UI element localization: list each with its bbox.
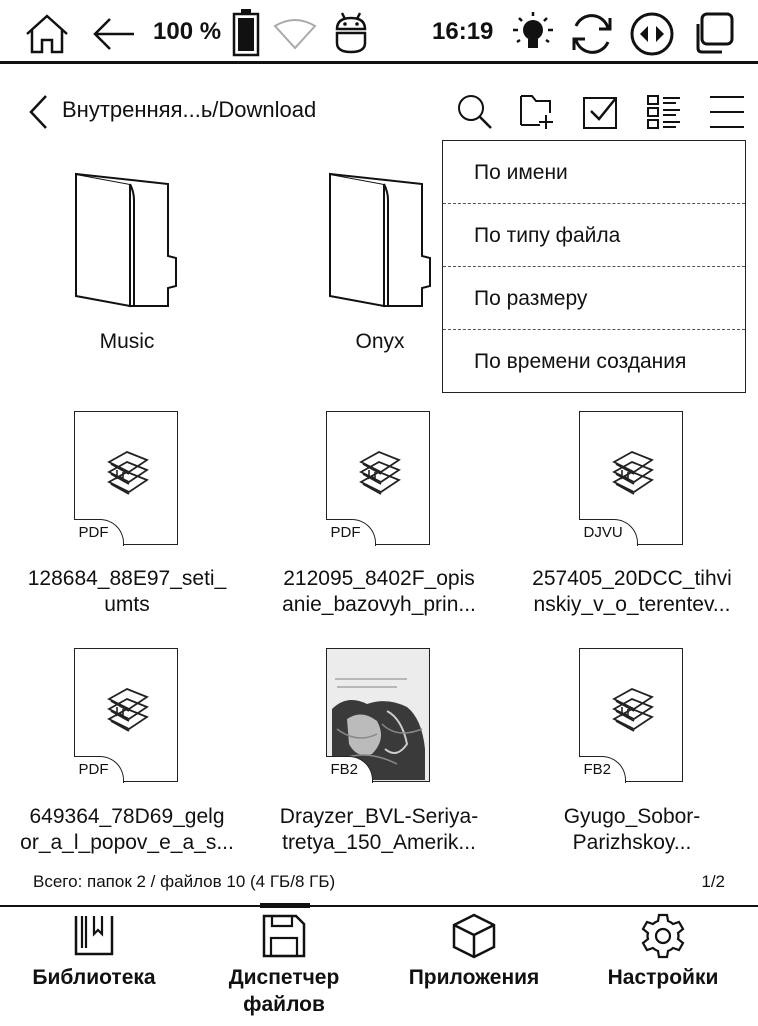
multitask-icon[interactable] (690, 12, 736, 56)
menu-divider (443, 329, 745, 330)
nav-label-line: файлов (243, 993, 325, 1016)
active-tab-indicator (260, 903, 310, 908)
storage-summary: Всего: папок 2 / файлов 10 (4 ГБ/8 ГБ) (33, 872, 336, 891)
nav-label: Настройки (607, 966, 719, 989)
file-name-line: anie_bazovyh_prin... (282, 593, 476, 616)
file-name-line: Drayzer_BVL-Seriya- (279, 805, 479, 828)
books-icon (107, 451, 149, 495)
new-folder-icon[interactable] (518, 93, 558, 131)
chevron-left-icon[interactable] (28, 94, 50, 130)
file-name: Gyugo_Sobor- Parizhskoy... (515, 804, 749, 856)
folder-name: Onyx (355, 330, 405, 353)
sort-by-size-item[interactable]: По размеру (474, 287, 588, 310)
search-icon[interactable] (456, 94, 494, 130)
back-arrow-icon[interactable] (92, 16, 136, 52)
file-thumbnail: FB2 (325, 648, 430, 783)
wifi-icon[interactable] (273, 19, 317, 50)
file-name-line: tretya_150_Amerik... (282, 831, 476, 854)
folder-icon (329, 172, 431, 308)
sort-dropdown-menu: По имени По типу файла По размеру По вре… (442, 140, 746, 393)
file-name-line: 128684_88E97_seti_ (27, 567, 227, 590)
file-thumbnail: DJVU (578, 411, 683, 546)
sort-menu-icon[interactable] (708, 94, 746, 130)
menu-divider (443, 203, 745, 204)
sort-by-created-item[interactable]: По времени создания (474, 350, 687, 373)
file-name-line: 649364_78D69_gelg (29, 805, 225, 828)
menu-divider (443, 266, 745, 267)
file-name-line: umts (104, 593, 150, 616)
file-type-badge: DJVU (578, 518, 638, 546)
file-type-badge: FB2 (578, 755, 627, 783)
bottom-navigation (0, 905, 758, 1026)
nav-label: Диспетчер файлов (204, 964, 364, 1018)
breadcrumb-path[interactable]: Внутренняя...ь/Download (62, 97, 317, 122)
page-indicator[interactable]: 1/2 (701, 872, 725, 891)
select-icon[interactable] (582, 94, 620, 130)
nav-label: Библиотека (32, 966, 156, 989)
books-icon (612, 451, 654, 495)
file-name-line: or_a_l_popov_e_a_s... (20, 831, 234, 854)
floppy-disk-icon (262, 914, 306, 958)
file-thumbnail: PDF (325, 411, 430, 546)
file-name: Drayzer_BVL-Seriya- tretya_150_Amerik... (262, 804, 496, 856)
clock: 16:19 (432, 18, 494, 45)
home-icon[interactable] (24, 14, 70, 54)
file-type-badge: PDF (73, 755, 124, 783)
nav-label: Приложения (408, 966, 540, 989)
folder-icon (75, 172, 177, 308)
folder-name: Music (99, 330, 155, 353)
file-type-badge: PDF (73, 518, 124, 546)
books-icon (107, 688, 149, 732)
status-bar: 100 % 16:19 (0, 0, 758, 64)
file-name-line: 257405_20DCC_tihvi (532, 567, 732, 590)
sort-by-type-item[interactable]: По типу файла (474, 224, 621, 247)
file-name-line: nskiy_v_o_terentev... (533, 593, 731, 616)
file-name-line: Parizhskoy... (572, 831, 692, 854)
books-icon (612, 688, 654, 732)
library-icon (74, 916, 114, 956)
books-icon (359, 451, 401, 495)
navigation-icon[interactable] (630, 12, 674, 56)
file-thumbnail: PDF (73, 411, 178, 546)
nav-label-line: Диспетчер (228, 966, 340, 989)
file-name: 128684_88E97_seti_ umts (10, 566, 244, 618)
frontlight-icon[interactable] (512, 11, 554, 55)
file-thumbnail: PDF (73, 648, 178, 783)
android-icon[interactable] (333, 12, 369, 54)
sort-by-name-item[interactable]: По имени (474, 161, 568, 184)
view-mode-icon[interactable] (646, 94, 684, 130)
file-thumbnail: FB2 (578, 648, 683, 783)
battery-percent: 100 % (153, 18, 222, 45)
settings-gear-icon (641, 913, 685, 959)
file-name-line: 212095_8402F_opis (283, 567, 475, 590)
apps-cube-icon (452, 913, 496, 959)
file-type-badge: PDF (325, 518, 376, 546)
file-name-line: Gyugo_Sobor- (563, 805, 701, 828)
file-name: 212095_8402F_opis anie_bazovyh_prin... (262, 566, 496, 618)
file-name: 649364_78D69_gelg or_a_l_popov_e_a_s... (10, 804, 244, 856)
file-name: 257405_20DCC_tihvi nskiy_v_o_terentev... (515, 566, 749, 618)
battery-icon (232, 9, 260, 57)
refresh-icon[interactable] (570, 12, 614, 56)
